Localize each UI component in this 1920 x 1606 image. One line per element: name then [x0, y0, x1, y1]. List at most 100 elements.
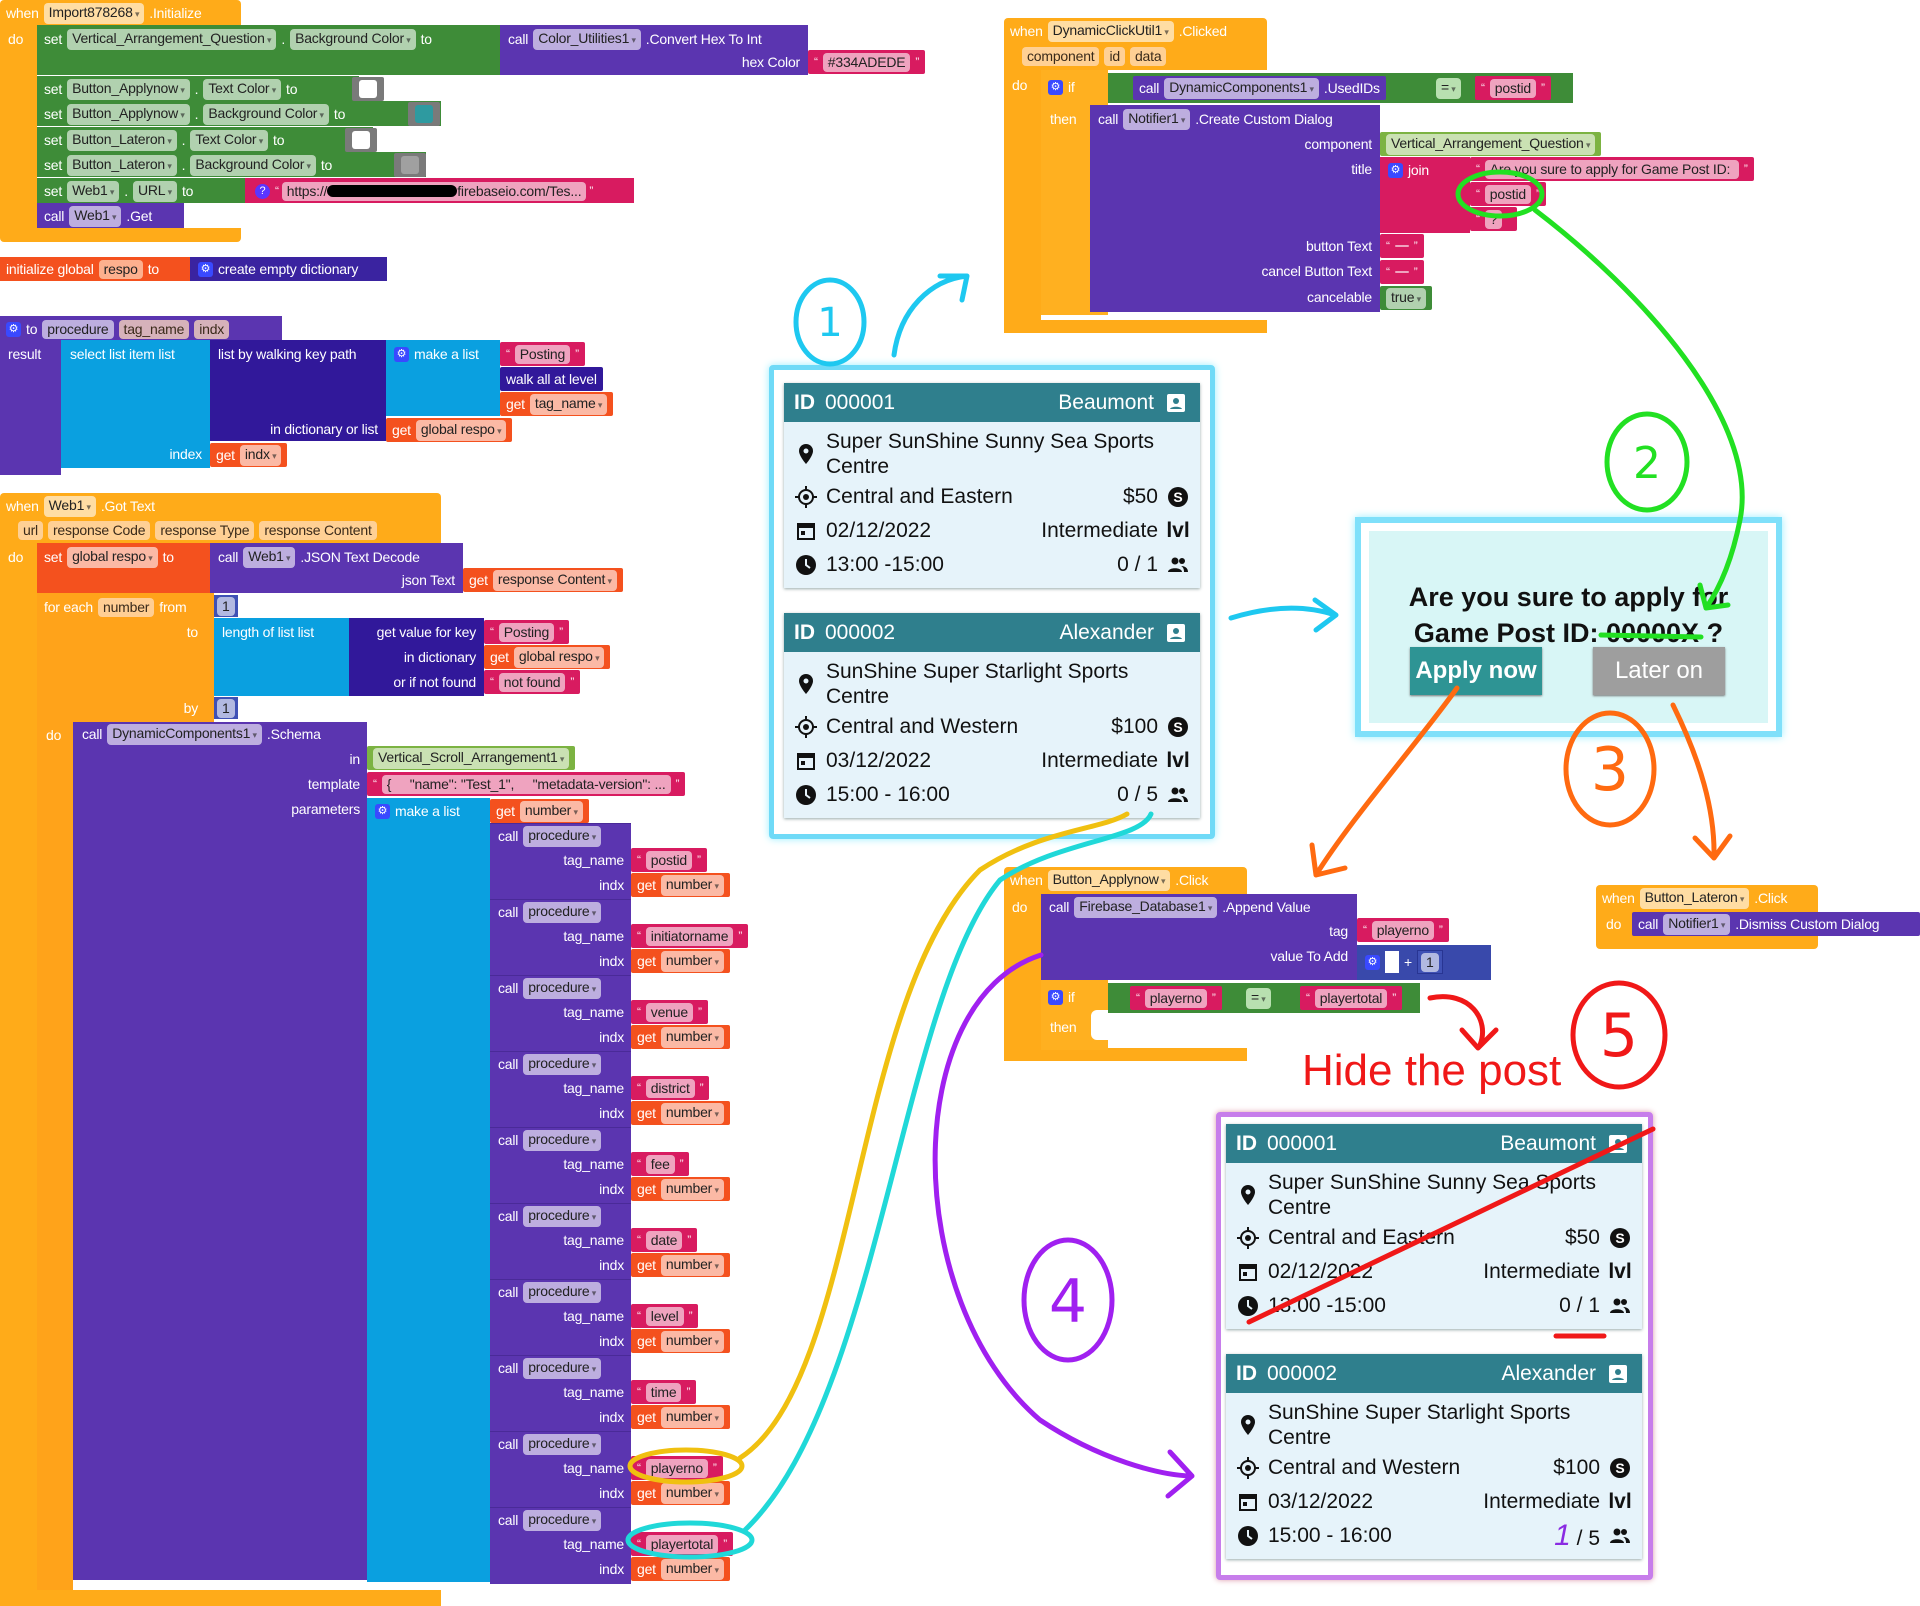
- property-dropdown[interactable]: Background Color: [203, 103, 329, 125]
- string-value[interactable]: [1394, 245, 1409, 247]
- variable-dropdown[interactable]: global respo: [415, 419, 507, 441]
- component-dropdown[interactable]: Vertical_Scroll_Arrangement1: [373, 747, 570, 769]
- variable-dropdown[interactable]: number: [660, 874, 724, 896]
- string-block[interactable]: postid: [1470, 182, 1546, 206]
- variable-dropdown[interactable]: number: [660, 1102, 724, 1124]
- gear-icon[interactable]: ⚙: [6, 321, 21, 337]
- string-block[interactable]: initiatorname: [631, 924, 749, 948]
- number-block[interactable]: 1: [1416, 950, 1443, 974]
- procedure-dropdown[interactable]: procedure: [523, 1205, 602, 1227]
- string-value[interactable]: playerno: [1144, 988, 1207, 1008]
- compare-operator-dropdown[interactable]: =: [1246, 987, 1271, 1009]
- boolean-dropdown[interactable]: true: [1386, 287, 1426, 309]
- tag-value[interactable]: date: [645, 1230, 683, 1250]
- tag-value[interactable]: playertotal: [645, 1534, 719, 1554]
- procedure-dropdown[interactable]: procedure: [523, 1357, 602, 1379]
- string-block[interactable]: venue: [631, 1000, 708, 1024]
- component-dropdown[interactable]: Button_Lateron: [67, 154, 177, 176]
- string-value[interactable]: ?: [1484, 209, 1503, 229]
- loop-variable-field[interactable]: number: [98, 597, 155, 617]
- string-value[interactable]: Are you sure to apply for Game Post ID:: [1484, 159, 1739, 179]
- component-dropdown[interactable]: Button_Applynow: [1047, 869, 1171, 891]
- component-dropdown[interactable]: DynamicClickUtil1: [1047, 20, 1174, 42]
- gear-icon[interactable]: ⚙: [1048, 989, 1063, 1005]
- variable-dropdown[interactable]: number: [519, 800, 583, 822]
- component-dropdown[interactable]: Vertical_Arrangement_Question: [1386, 133, 1596, 155]
- color-swatch[interactable]: [345, 128, 377, 152]
- string-block[interactable]: playerno: [1130, 986, 1222, 1010]
- component-dropdown[interactable]: Vertical_Arrangement_Question: [67, 28, 277, 50]
- variable-dropdown[interactable]: number: [660, 1330, 724, 1352]
- gear-icon[interactable]: ⚙: [1048, 79, 1063, 95]
- global-name-field[interactable]: respo: [98, 259, 143, 279]
- url-string[interactable]: https://firebaseio.com/Tes...: [275, 181, 593, 201]
- string-block[interactable]: postid: [1475, 76, 1551, 100]
- string-block[interactable]: postid: [631, 848, 707, 872]
- string-block[interactable]: playertotal: [631, 1532, 733, 1556]
- event-param[interactable]: response Content: [259, 520, 377, 540]
- event-param[interactable]: url: [18, 520, 43, 540]
- component-dropdown[interactable]: DynamicComponents1: [107, 723, 262, 745]
- string-value[interactable]: not found: [498, 672, 566, 692]
- gear-icon[interactable]: ⚙: [394, 346, 409, 362]
- variable-dropdown[interactable]: number: [660, 950, 724, 972]
- gear-icon[interactable]: ⚙: [198, 261, 213, 277]
- property-dropdown[interactable]: Background Color: [290, 28, 416, 50]
- property-dropdown[interactable]: URL: [132, 180, 177, 202]
- later-on-button[interactable]: Later on: [1593, 647, 1725, 695]
- string-block[interactable]: ?: [1470, 207, 1518, 231]
- string-block[interactable]: not found: [484, 670, 581, 694]
- property-dropdown[interactable]: Text Color: [190, 129, 269, 151]
- color-swatch[interactable]: [408, 102, 440, 126]
- hex-string-block[interactable]: #334ADEDE: [808, 50, 926, 74]
- procedure-dropdown[interactable]: procedure: [523, 901, 602, 923]
- component-dropdown[interactable]: Web1: [43, 495, 96, 517]
- component-dropdown[interactable]: Button_Lateron: [67, 129, 177, 151]
- compare-operator-dropdown[interactable]: =: [1436, 77, 1461, 99]
- addition-block[interactable]: ⚙+1: [1365, 950, 1443, 974]
- gear-icon[interactable]: ⚙: [375, 803, 390, 819]
- variable-dropdown[interactable]: number: [660, 1026, 724, 1048]
- number-value[interactable]: 1: [1420, 952, 1439, 972]
- game-post-card[interactable]: ID 000002 Alexander SunShine Super Starl…: [784, 613, 1200, 818]
- template-value[interactable]: { "name": "Test_1", "metadata-version": …: [381, 774, 671, 794]
- variable-dropdown[interactable]: response Content: [492, 569, 617, 591]
- string-block[interactable]: time: [631, 1380, 697, 1404]
- property-dropdown[interactable]: Background Color: [190, 154, 316, 176]
- help-icon[interactable]: ?: [255, 183, 270, 199]
- component-dropdown[interactable]: Import878268: [43, 2, 145, 24]
- param-field[interactable]: tag_name: [118, 319, 190, 339]
- string-value[interactable]: Posting: [498, 622, 555, 642]
- component-dropdown[interactable]: Notifier1: [1123, 108, 1191, 130]
- apply-now-button[interactable]: Apply now: [1410, 647, 1542, 695]
- game-post-card[interactable]: ID 000001 Beaumont Super SunShine Sunny …: [784, 383, 1200, 588]
- variable-dropdown[interactable]: number: [660, 1178, 724, 1200]
- tag-value[interactable]: fee: [645, 1154, 675, 1174]
- game-post-card[interactable]: ID 000001 Beaumont Super SunShine Sunny …: [1226, 1124, 1642, 1329]
- tag-value[interactable]: district: [645, 1078, 695, 1098]
- procedure-name-field[interactable]: procedure: [42, 319, 114, 339]
- string-block[interactable]: playertotal: [1300, 986, 1402, 1010]
- event-param[interactable]: component: [1022, 46, 1100, 66]
- color-swatch[interactable]: [394, 153, 426, 177]
- variable-dropdown[interactable]: tag_name: [529, 393, 608, 415]
- set-background-statement[interactable]: set Vertical_Arrangement_Question . Back…: [44, 28, 432, 50]
- component-dropdown[interactable]: Button_Applynow: [67, 78, 190, 100]
- procedure-dropdown[interactable]: procedure: [523, 977, 602, 999]
